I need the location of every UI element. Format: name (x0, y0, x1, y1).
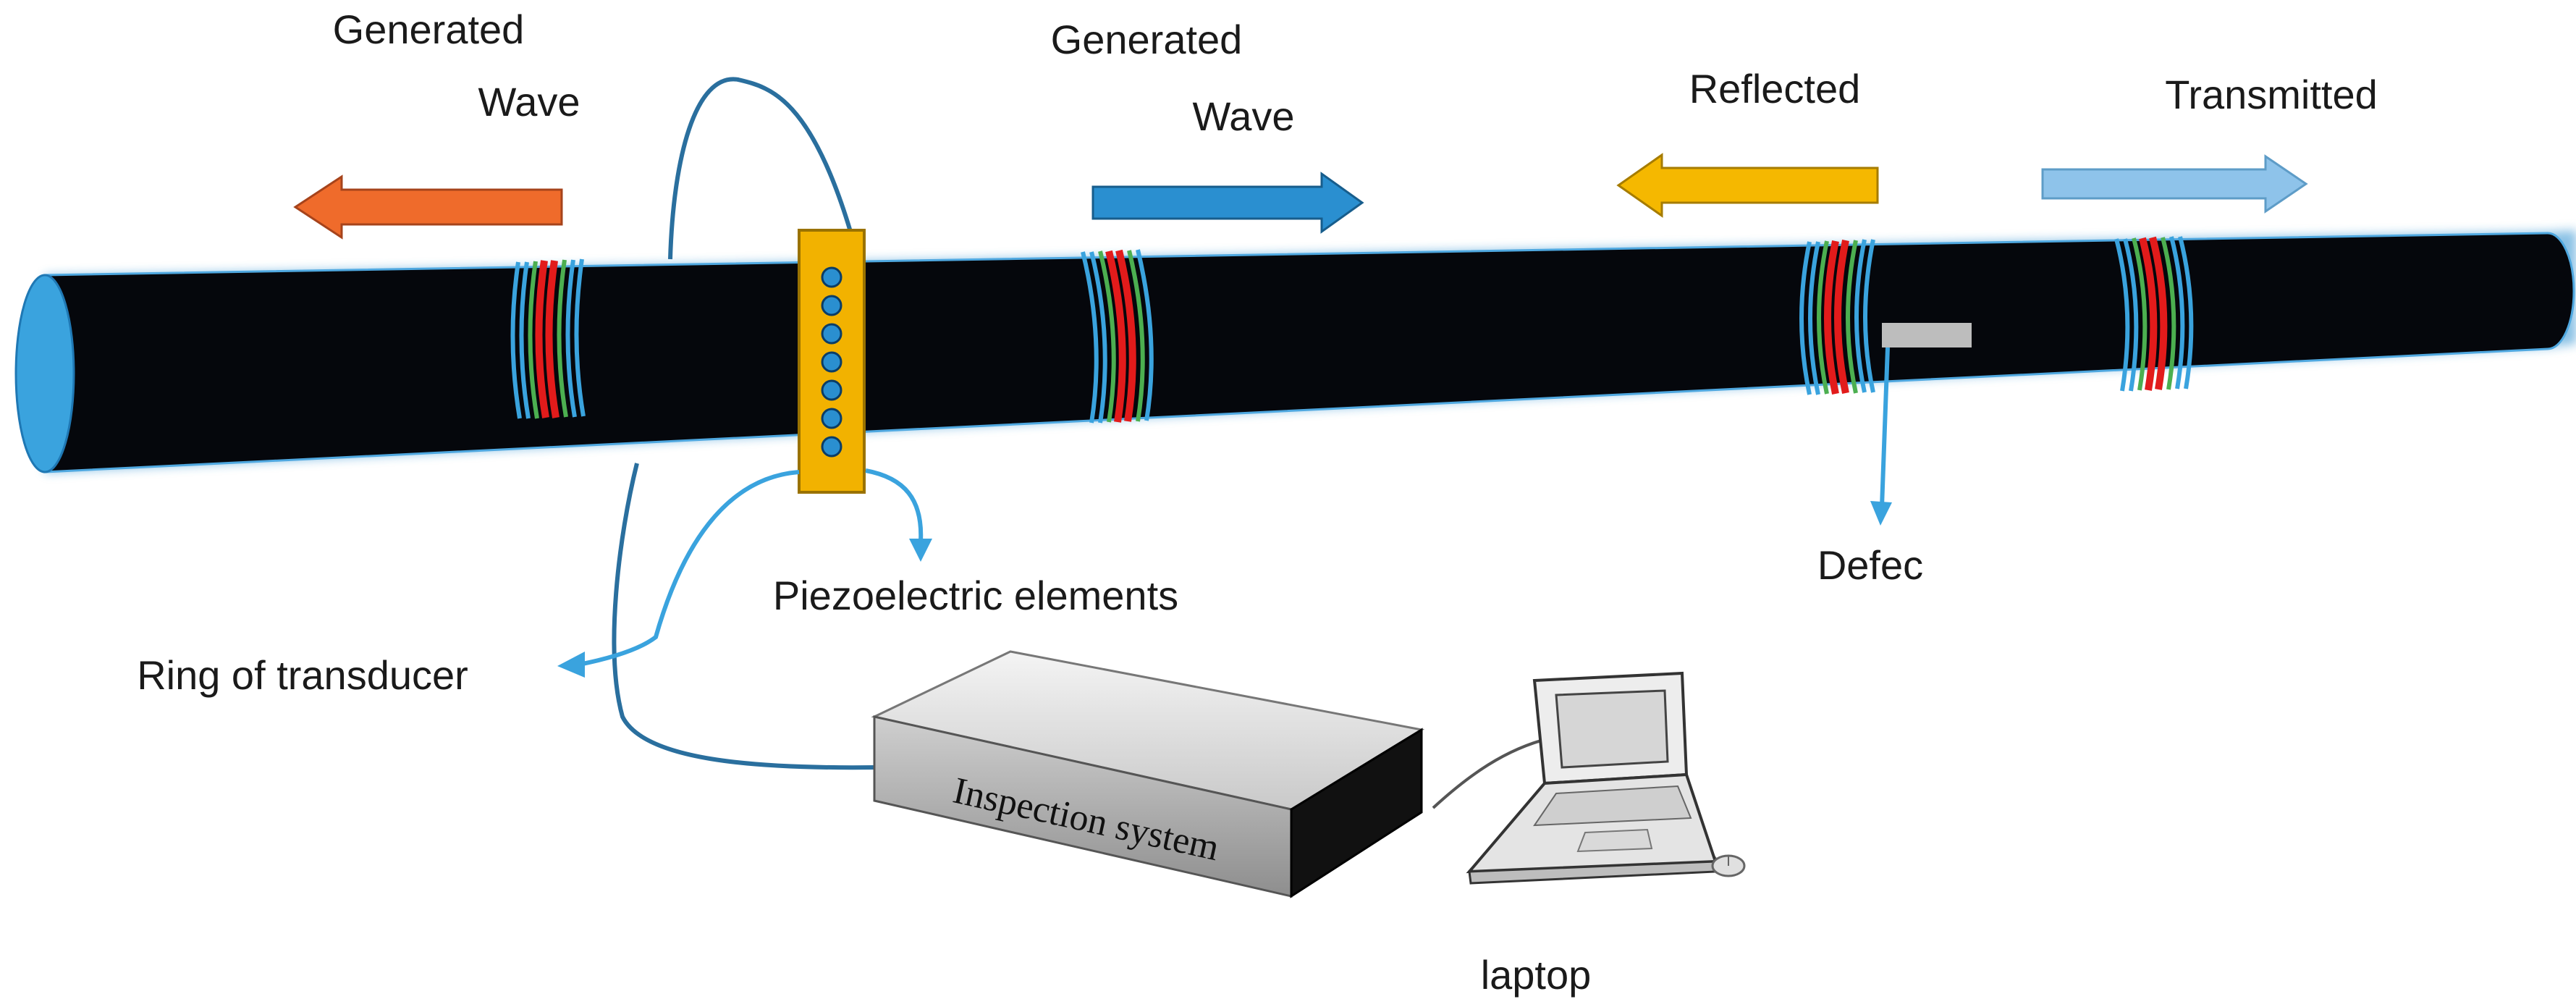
label-generated-wave-left-line1: Generated (333, 7, 525, 52)
pipe-body (43, 232, 2575, 473)
piezoelectric-elements (821, 266, 843, 458)
defect-mark (1882, 323, 1972, 347)
wave-packet-4 (2114, 236, 2194, 392)
laptop-keyboard (1533, 785, 1692, 827)
label-defect: Defec (1817, 542, 1923, 588)
callout-arrows (557, 347, 1892, 678)
laptop-touchpad (1576, 828, 1653, 853)
callout-defect (1880, 347, 1890, 507)
label-ring-of-transducer: Ring of transducer (137, 652, 468, 698)
arrow-generated-wave-right (1091, 172, 1364, 234)
label-generated-wave-left-line2: Wave (478, 79, 580, 125)
cable-to-inspection-system (612, 463, 877, 770)
laptop-screen (1555, 689, 1669, 769)
cable-to-laptop (1432, 737, 1550, 809)
wave-packet-2 (1081, 249, 1154, 424)
label-piezoelectric-elements: Piezoelectric elements (773, 573, 1178, 618)
label-laptop: laptop (1481, 952, 1592, 998)
wave-packet-3 (1799, 239, 1875, 395)
arrow-generated-wave-left (293, 174, 563, 240)
label-generated-wave-right-line2: Wave (1192, 93, 1294, 139)
inspection-system-box (871, 650, 1425, 898)
pipe (14, 230, 2576, 473)
label-reflected: Reflected (1689, 66, 1861, 111)
callout-piezo (865, 468, 924, 542)
arrow-transmitted (2041, 154, 2308, 214)
wave-packet-1 (510, 258, 586, 419)
pipe-open-end (14, 274, 75, 473)
cable-top-loop (668, 77, 855, 260)
mouse-icon (1711, 854, 1746, 877)
arrow-reflected (1616, 153, 1879, 218)
transducer-ring (798, 229, 866, 494)
box-side (1290, 728, 1423, 898)
label-transmitted: Transmitted (2165, 72, 2378, 117)
label-generated-wave-right-line1: Generated (1051, 17, 1243, 62)
laptop-icon (1466, 671, 1718, 885)
callout-ring (578, 470, 800, 667)
